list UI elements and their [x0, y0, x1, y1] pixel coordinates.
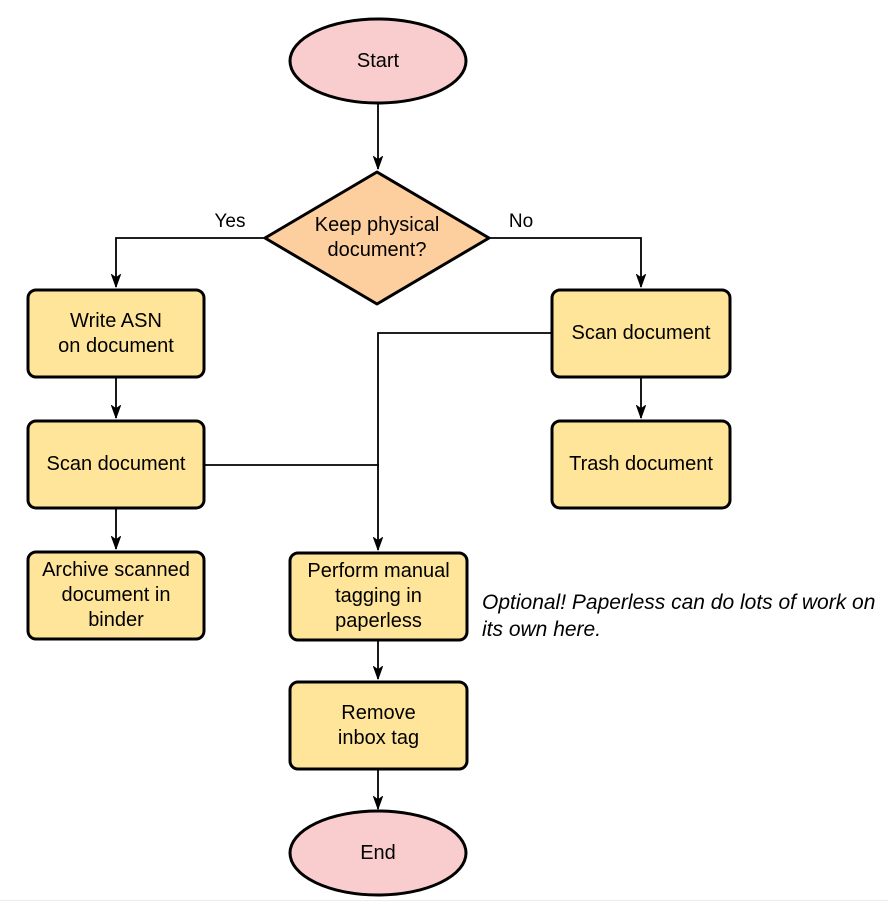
end-ellipse — [288, 809, 468, 897]
write-asn-box — [26, 288, 206, 379]
scan-document-right-box — [550, 288, 732, 379]
manual-tagging-box — [288, 551, 469, 642]
scan-document-left-box — [26, 419, 206, 510]
archive-document-box — [26, 550, 206, 641]
edge-scanright-to-tagging — [373, 332, 552, 551]
start-ellipse — [288, 17, 468, 105]
edge-decision-yes — [111, 237, 265, 288]
decision-diamond — [263, 170, 491, 306]
edge-decision-no — [489, 237, 646, 288]
remove-inbox-tag-box — [288, 680, 469, 771]
bottom-divider — [0, 900, 888, 901]
trash-document-box — [550, 419, 732, 510]
